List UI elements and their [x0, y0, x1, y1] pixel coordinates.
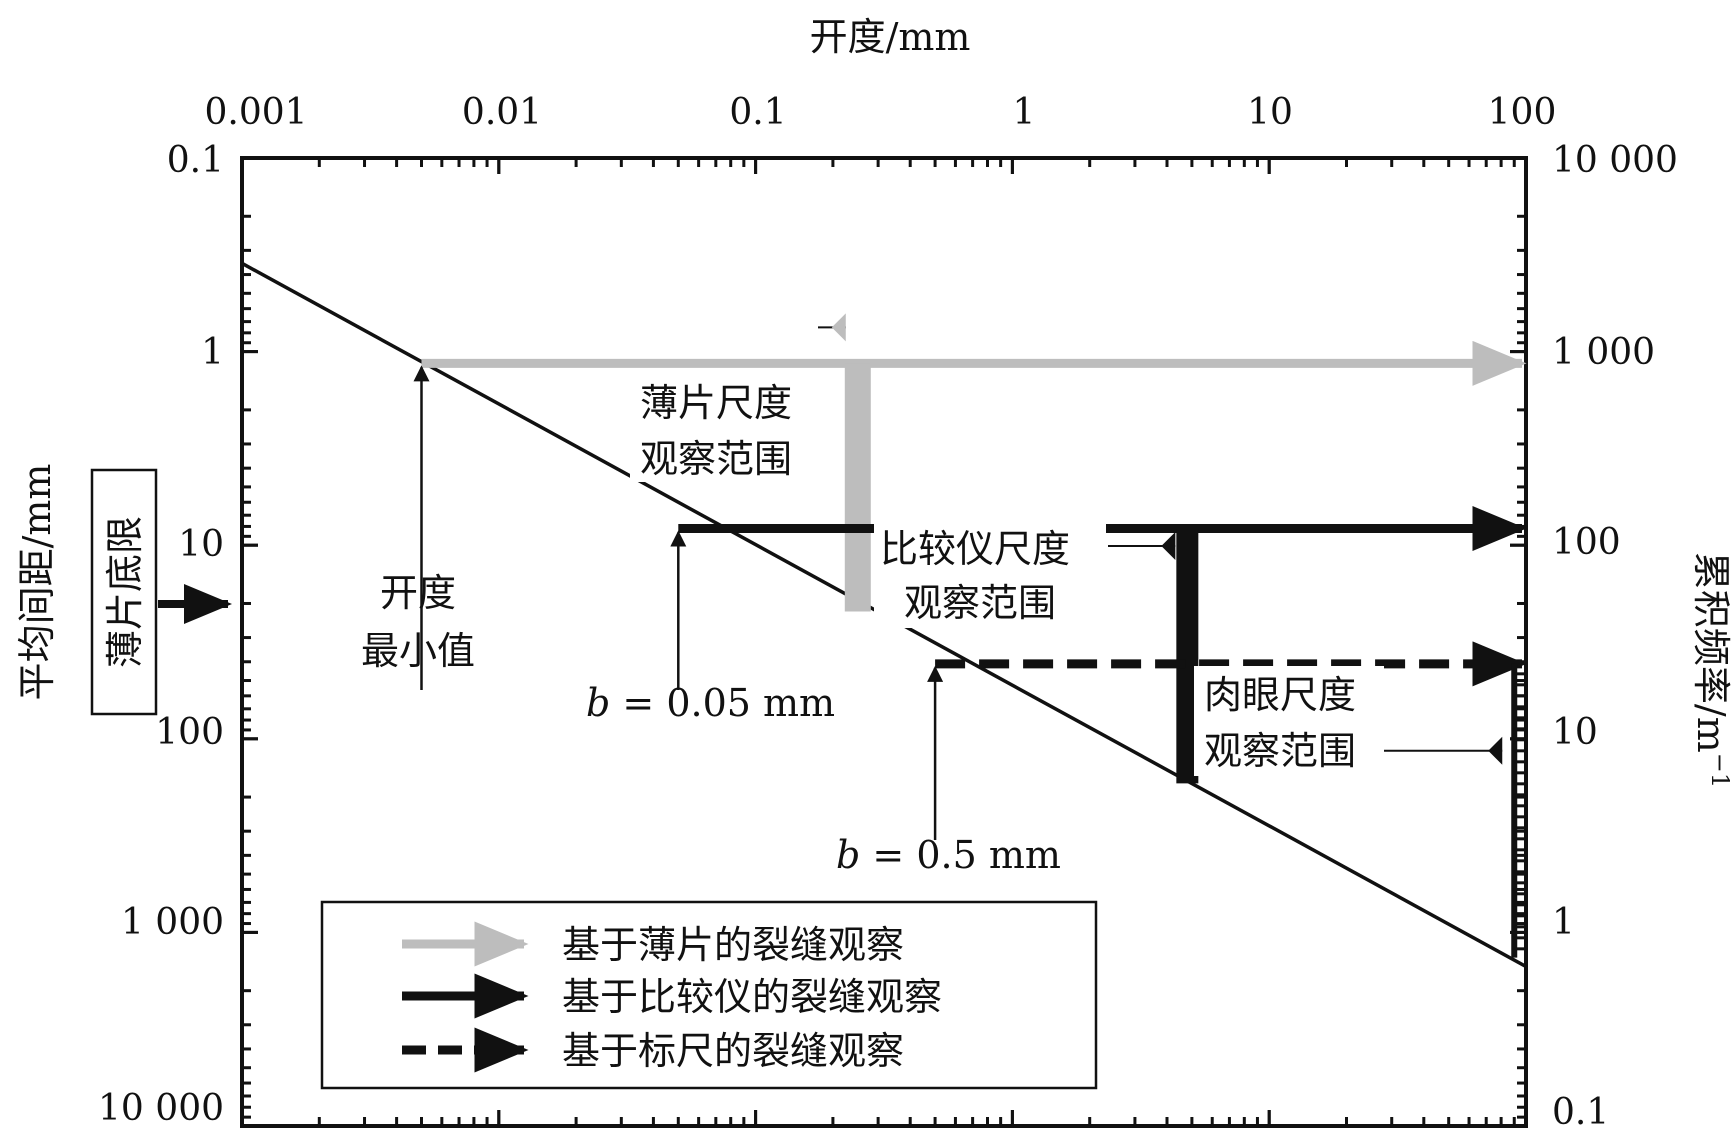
- comparator-range-label-line1: 比较仪尺度: [880, 527, 1070, 571]
- right-tick-label: 10 000: [1552, 140, 1678, 181]
- legend-label-scale: 基于标尺的裂缝观察: [562, 1029, 904, 1073]
- left-tick-label: 1: [201, 332, 224, 373]
- comparator-range-label-line2: 观察范围: [904, 581, 1056, 625]
- range-notch-比较仪: [1161, 531, 1176, 560]
- top-tick-labels: 0.001 0.01 0.1 1 10 100: [204, 92, 1556, 133]
- legend-label-comparator: 基于比较仪的裂缝观察: [562, 975, 942, 1019]
- top-tick-label: 0.001: [204, 92, 307, 133]
- right-axis-title-superscript: −1: [1706, 753, 1732, 788]
- right-axis-title: 累积频率/m−1: [1689, 552, 1732, 788]
- right-tick-label: 10: [1552, 712, 1598, 753]
- b-0-05-value: = 0.05 mm: [610, 681, 835, 725]
- b-0-05-italic: b: [586, 681, 610, 725]
- top-tick-label: 10: [1247, 92, 1293, 133]
- right-axis-title-text: 累积频率/m: [1689, 552, 1732, 753]
- min-aperture-label-line1: 开度: [380, 571, 456, 615]
- thin-range-label-line1: 薄片尺度: [640, 381, 792, 425]
- b-0-05-label: b = 0.05 mm: [586, 681, 835, 725]
- left-tick-label: 10 000: [98, 1088, 224, 1129]
- range-notch-标尺: [1488, 736, 1503, 765]
- naked-eye-range-label-bg: [1194, 666, 1384, 776]
- annotations: 开度 最小值 b = 0.05 mm b = 0.5 mm: [361, 571, 1061, 877]
- range-notch-薄片: [831, 313, 846, 342]
- right-tick-label: 1: [1552, 902, 1575, 943]
- left-tick-label: 10: [178, 524, 224, 565]
- top-tick-label: 0.1: [729, 92, 786, 133]
- left-tick-labels: 0.1 1 10 100 1 000 10 000: [98, 140, 224, 1129]
- naked-eye-range-label-line1: 肉眼尺度: [1204, 673, 1356, 717]
- naked-eye-range-label-line2: 观察范围: [1204, 729, 1356, 773]
- b-0-5-value: = 0.5 mm: [860, 833, 1061, 877]
- top-tick-label: 1: [1013, 92, 1036, 133]
- min-aperture-label-line2: 最小值: [361, 629, 475, 673]
- thin-range-label-bg: [630, 372, 820, 482]
- b-0-5-italic: b: [836, 833, 860, 877]
- top-tick-label: 0.01: [462, 92, 542, 133]
- range-labels: 薄片尺度 观察范围 比较仪尺度 观察范围 肉眼尺度 观察范围: [630, 372, 1384, 776]
- comparator-range-label-bg: [874, 518, 1106, 628]
- left-tick-label: 100: [155, 712, 224, 753]
- top-axis-title: 开度/mm: [810, 15, 971, 59]
- right-tick-label: 1 000: [1552, 332, 1655, 373]
- legend: 基于薄片的裂缝观察 基于比较仪的裂缝观察 基于标尺的裂缝观察: [320, 900, 1098, 1090]
- thin-range-label-line2: 观察范围: [640, 437, 792, 481]
- plot-area: [241, 261, 1527, 969]
- top-tick-label: 100: [1488, 92, 1557, 133]
- right-tick-label: 0.1: [1552, 1092, 1609, 1133]
- thin-section-limit-box: [90, 468, 158, 716]
- left-axis-title: 平均间距/mm: [15, 464, 59, 701]
- left-tick-label: 0.1: [167, 140, 224, 181]
- left-tick-label: 1 000: [121, 902, 224, 943]
- b-0-5-label: b = 0.5 mm: [836, 833, 1061, 877]
- right-tick-labels: 10 000 1 000 100 10 1 0.1: [1552, 140, 1678, 1133]
- right-tick-label: 100: [1552, 522, 1621, 563]
- thin-section-limit-label: 薄片底限: [103, 516, 147, 668]
- legend-label-thin-section: 基于薄片的裂缝观察: [562, 923, 904, 967]
